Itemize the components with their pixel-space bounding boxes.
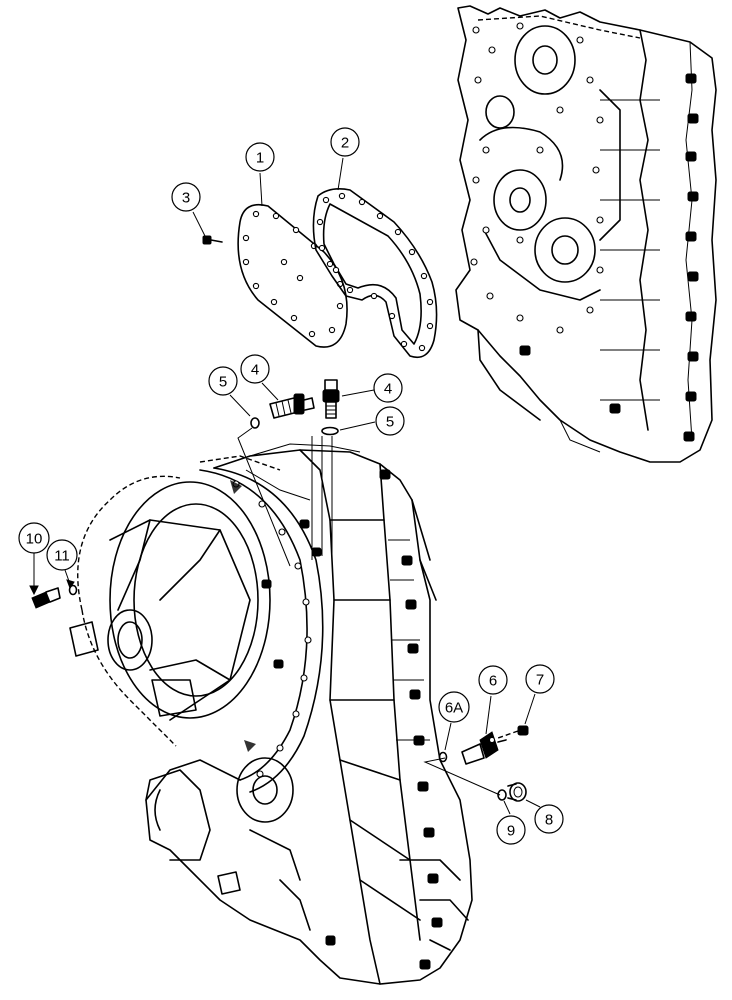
gasket (312, 188, 438, 359)
main-transmission-housing (69, 443, 473, 985)
cover-plate (237, 203, 348, 348)
plug-part-8 (507, 782, 527, 802)
callout-7: 7 (524, 664, 555, 725)
callout-6a-label: 6A (445, 700, 463, 717)
o-ring-part-9 (497, 789, 507, 801)
callout-10: 10 (18, 522, 50, 590)
callout-9: 9 (496, 800, 526, 845)
callout-5-right-label: 5 (386, 414, 394, 431)
callout-10-label: 10 (26, 531, 43, 548)
upper-transmission-housing (455, 5, 717, 463)
sensor-part-10 (31, 587, 61, 609)
callout-3: 3 (171, 182, 206, 237)
callout-2: 2 (330, 127, 360, 191)
callout-4-left-label: 4 (251, 362, 259, 379)
o-ring-part-5-left (250, 417, 260, 429)
leader-arrowheads (29, 579, 75, 596)
callout-6: 6 (478, 665, 508, 735)
callout-6a: 6A (438, 691, 470, 751)
bolt-part-7 (497, 725, 529, 739)
callout-2-label: 2 (341, 135, 349, 152)
callout-11: 11 (46, 539, 78, 585)
callout-5-right: 5 (339, 406, 405, 436)
sensor-part-4-left (269, 393, 315, 419)
speed-sensor-part-6 (461, 731, 507, 765)
sensor-part-4-right (322, 379, 340, 419)
installation-leader-lines (237, 427, 501, 796)
callout-6-label: 6 (489, 673, 497, 690)
callout-11-label: 11 (54, 548, 70, 565)
callout-8-label: 8 (545, 812, 553, 829)
callout-5-left: 5 (208, 366, 251, 417)
callout-4-right-label: 4 (384, 381, 392, 398)
callout-4-right: 4 (341, 373, 403, 403)
callout-1: 1 (245, 142, 275, 207)
callout-7-label: 7 (536, 672, 544, 689)
callouts: 1 2 3 4 4 5 (18, 127, 564, 845)
callout-9-label: 9 (507, 823, 515, 840)
callout-3-label: 3 (182, 190, 190, 207)
callout-8: 8 (525, 799, 564, 834)
o-ring-part-5-right (321, 426, 339, 436)
bolt-part-3 (202, 235, 223, 245)
callout-4-left: 4 (240, 354, 279, 401)
callout-5-left-label: 5 (219, 374, 227, 391)
callout-1-label: 1 (256, 150, 264, 167)
o-ring-part-11 (68, 584, 78, 596)
